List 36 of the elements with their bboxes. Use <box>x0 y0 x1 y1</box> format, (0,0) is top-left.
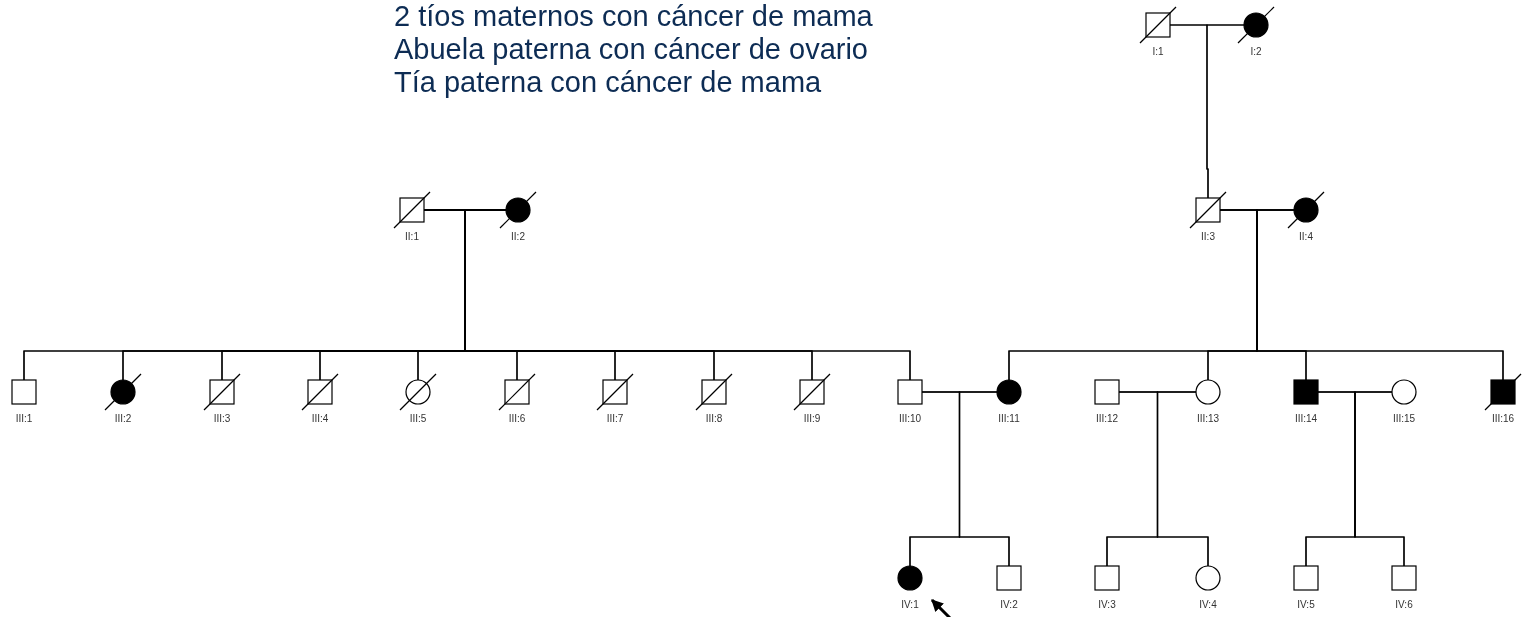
individual-label: III:9 <box>803 413 821 425</box>
proband-arrow <box>930 598 952 617</box>
individual-label: II:4 <box>1299 231 1313 243</box>
individual-label: III:2 <box>114 413 132 425</box>
individual-label: IV:4 <box>1199 599 1217 611</box>
note-text: Abuela paterna con cáncer de ovario <box>394 33 869 66</box>
individual-label: II:3 <box>1201 231 1215 243</box>
individual-label: II:1 <box>405 231 419 243</box>
individual-label: III:10 <box>898 413 922 425</box>
individual-label: IV:5 <box>1297 599 1315 611</box>
individual-label: III:1 <box>15 413 33 425</box>
individual-label: III:8 <box>705 413 723 425</box>
individual-label: III:11 <box>998 413 1020 425</box>
individual-label: IV:3 <box>1098 599 1116 611</box>
individual-label: III:12 <box>1095 413 1119 425</box>
descent-line <box>958 391 1010 567</box>
individual-label: III:13 <box>1196 413 1220 425</box>
individual-label: IV:2 <box>1000 599 1018 611</box>
individual-label: I:2 <box>1250 46 1262 58</box>
individual-label: III:6 <box>508 413 526 425</box>
individual-label: III:14 <box>1294 413 1318 425</box>
individual-label: III:7 <box>606 413 624 425</box>
descent-line <box>1156 391 1209 567</box>
individual-label: I:1 <box>1152 46 1164 58</box>
individual-label: III:15 <box>1392 413 1416 425</box>
descent-line <box>1206 24 1245 199</box>
descent-line <box>1354 391 1405 567</box>
individual-label: IV:6 <box>1395 599 1413 611</box>
individual-label: III:16 <box>1491 413 1515 425</box>
individual-label: III:4 <box>311 413 329 425</box>
individual-label: IV:1 <box>901 599 919 611</box>
note-text: Tía paterna con cáncer de mama <box>394 66 823 99</box>
individual-label: II:2 <box>511 231 525 243</box>
individual-label: III:5 <box>409 413 427 425</box>
note-text: 2 tíos maternos con cáncer de mama <box>394 0 873 33</box>
individual-label: III:3 <box>213 413 231 425</box>
